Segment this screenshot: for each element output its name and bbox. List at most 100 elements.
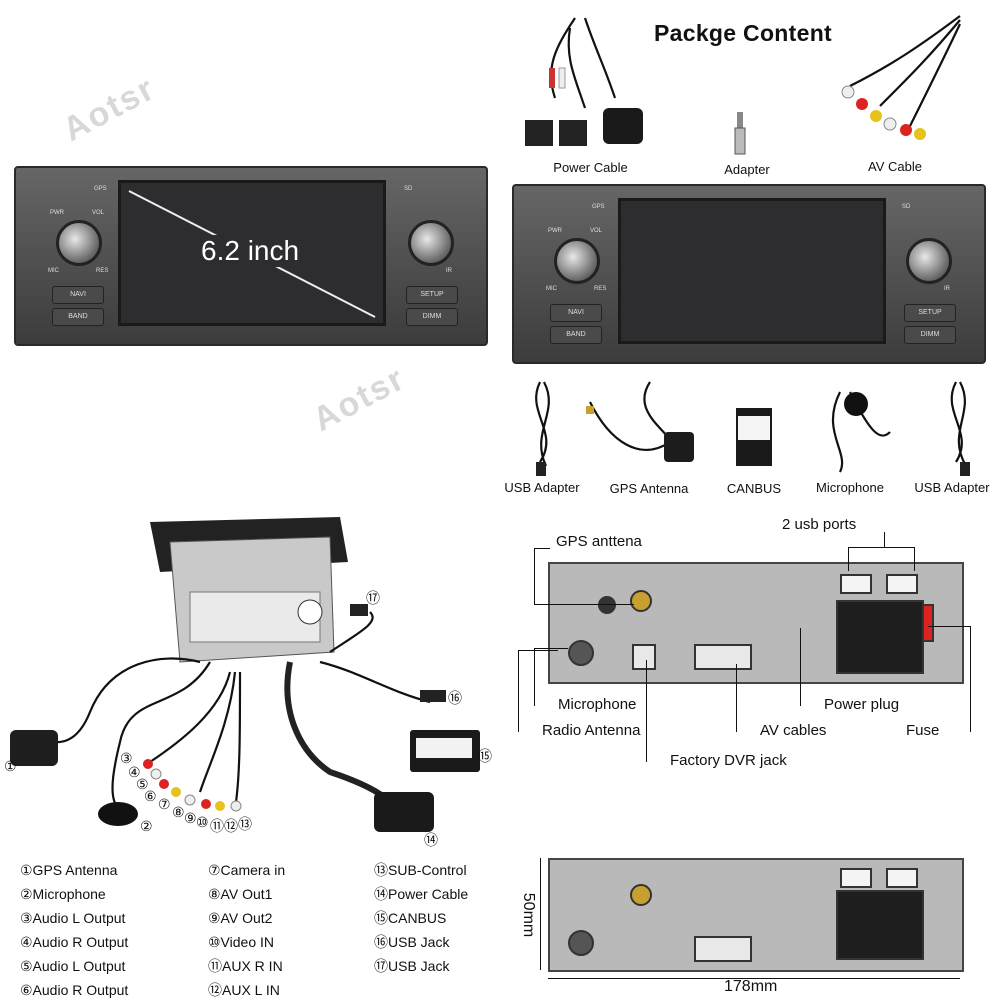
tune-knob[interactable] — [906, 238, 952, 284]
gps-label: GPS — [94, 186, 107, 192]
tune-knob[interactable] — [408, 220, 454, 266]
mic-port — [598, 596, 616, 614]
fuse — [922, 604, 934, 642]
usb-port — [840, 868, 872, 888]
pwr-label: PWR — [50, 210, 64, 216]
callout-4: ④ — [128, 764, 141, 780]
radio-antenna-port — [568, 930, 594, 956]
legend-item: ⑫AUX L IN — [208, 982, 280, 998]
adapter-label: Adapter — [724, 162, 770, 177]
gps-label: GPS — [592, 204, 605, 210]
legend-item: ⑧AV Out1 — [208, 886, 273, 902]
legend-item: ④Audio R Output — [20, 934, 129, 950]
mic-label: MIC — [546, 286, 557, 292]
callout-1: ① — [4, 758, 17, 774]
screen-display: 6.2 inch — [118, 180, 386, 326]
callout-2: ② — [140, 818, 153, 834]
front-unit-right: GPS PWR VOL MIC RES NAVI BAND SD IR SETU… — [512, 184, 986, 364]
callout-10: ⑩ — [196, 814, 209, 830]
front-unit-left: 6.2 inch GPS PWR VOL MIC RES NAVI BAND S… — [14, 166, 488, 346]
av-cable-image — [841, 15, 961, 140]
navi-button[interactable]: NAVI — [550, 304, 602, 322]
gps-anttena-label: GPS anttena — [556, 533, 642, 550]
radio-antenna-label: Radio Antenna — [542, 722, 641, 739]
ir-label: IR — [446, 268, 452, 274]
ir-label: IR — [944, 286, 950, 292]
legend-item: ⑮CANBUS — [374, 910, 447, 926]
back-panel-dimensions — [548, 858, 964, 972]
callout-16: ⑯ — [448, 690, 462, 706]
res-label: RES — [594, 286, 607, 292]
vol-label: VOL — [92, 210, 105, 216]
legend-item: ①GPS Antenna — [20, 862, 118, 878]
legend-column-3: ⑬SUB-Control ⑭Power Cable ⑮CANBUS ⑯USB J… — [374, 858, 468, 978]
av-cables-label: AV cables — [760, 722, 827, 739]
legend-item: ⑦Camera in — [208, 862, 286, 878]
usb-port — [840, 574, 872, 594]
legend-item: ⑪AUX R IN — [208, 958, 283, 974]
power-cable-image — [525, 17, 643, 146]
navi-button[interactable]: NAVI — [52, 286, 104, 304]
screen-display-right — [618, 198, 886, 344]
callout-9: ⑨ — [184, 810, 197, 826]
callout-17: ⑰ — [366, 590, 380, 606]
callout-3: ③ — [120, 750, 133, 766]
gps-port — [630, 884, 652, 906]
callout-5: ⑤ — [136, 776, 149, 792]
legend-item: ⑯USB Jack — [374, 934, 450, 950]
vol-label: VOL — [590, 228, 603, 234]
legend-column-2: ⑦Camera in ⑧AV Out1 ⑨AV Out2 ⑩Video IN ⑪… — [208, 858, 285, 1002]
av-cable-label: AV Cable — [868, 159, 922, 174]
package-title: Packge Content — [654, 20, 833, 46]
legend-item: ⑰USB Jack — [374, 958, 450, 974]
usb-adapter-label: USB Adapter — [504, 480, 580, 495]
canbus-label: CANBUS — [726, 481, 782, 496]
setup-button[interactable]: SETUP — [904, 304, 956, 322]
microphone-label: Microphone — [816, 480, 884, 495]
mic-label: MIC — [48, 268, 59, 274]
legend-item: ⑬SUB-Control — [374, 862, 467, 878]
wiring-diagram — [10, 517, 480, 832]
legend-item: ⑨AV Out2 — [208, 910, 273, 926]
dvr-port — [632, 644, 656, 670]
av-port — [694, 644, 752, 670]
legend-column-1: ①GPS Antenna ②Microphone ③Audio L Output… — [20, 858, 128, 1002]
usb-adapter-label-2: USB Adapter — [914, 480, 990, 495]
usb-port — [886, 574, 918, 594]
callout-6: ⑥ — [144, 788, 157, 804]
dimm-button[interactable]: DIMM — [904, 326, 956, 344]
callout-7: ⑦ — [158, 796, 171, 812]
pwr-label: PWR — [548, 228, 562, 234]
callout-13: ⑬ — [238, 816, 252, 832]
setup-button[interactable]: SETUP — [406, 286, 458, 304]
accessories-images — [535, 381, 970, 476]
volume-knob[interactable] — [554, 238, 600, 284]
callout-15: ⑮ — [478, 748, 492, 764]
callout-14: ⑭ — [424, 832, 438, 848]
av-port — [694, 936, 752, 962]
legend-item: ⑤Audio L Output — [20, 958, 126, 974]
power-plug — [836, 600, 924, 674]
microphone-jack-label: Microphone — [558, 696, 637, 713]
fuse-label: Fuse — [906, 722, 940, 739]
power-plug — [836, 890, 924, 960]
usb-ports-label: 2 usb ports — [782, 516, 857, 533]
power-plug-label: Power plug — [824, 696, 900, 713]
band-button[interactable]: BAND — [52, 308, 104, 326]
sd-label: SD — [902, 204, 911, 210]
band-button[interactable]: BAND — [550, 326, 602, 344]
volume-knob[interactable] — [56, 220, 102, 266]
adapter-image — [734, 112, 746, 155]
legend-item: ⑭Power Cable — [374, 886, 469, 902]
radio-antenna-port — [568, 640, 594, 666]
callout-12: ⑫ — [224, 818, 238, 834]
gps-antenna-label: GPS Antenna — [609, 481, 689, 496]
legend-item: ②Microphone — [20, 886, 106, 902]
legend-item: ③Audio L Output — [20, 910, 126, 926]
usb-port — [886, 868, 918, 888]
dimm-button[interactable]: DIMM — [406, 308, 458, 326]
watermark: Aotsr — [56, 69, 162, 150]
back-panel — [548, 562, 964, 684]
legend-item: ⑩Video IN — [208, 934, 274, 950]
screen-size-label: 6.2 inch — [197, 235, 304, 267]
